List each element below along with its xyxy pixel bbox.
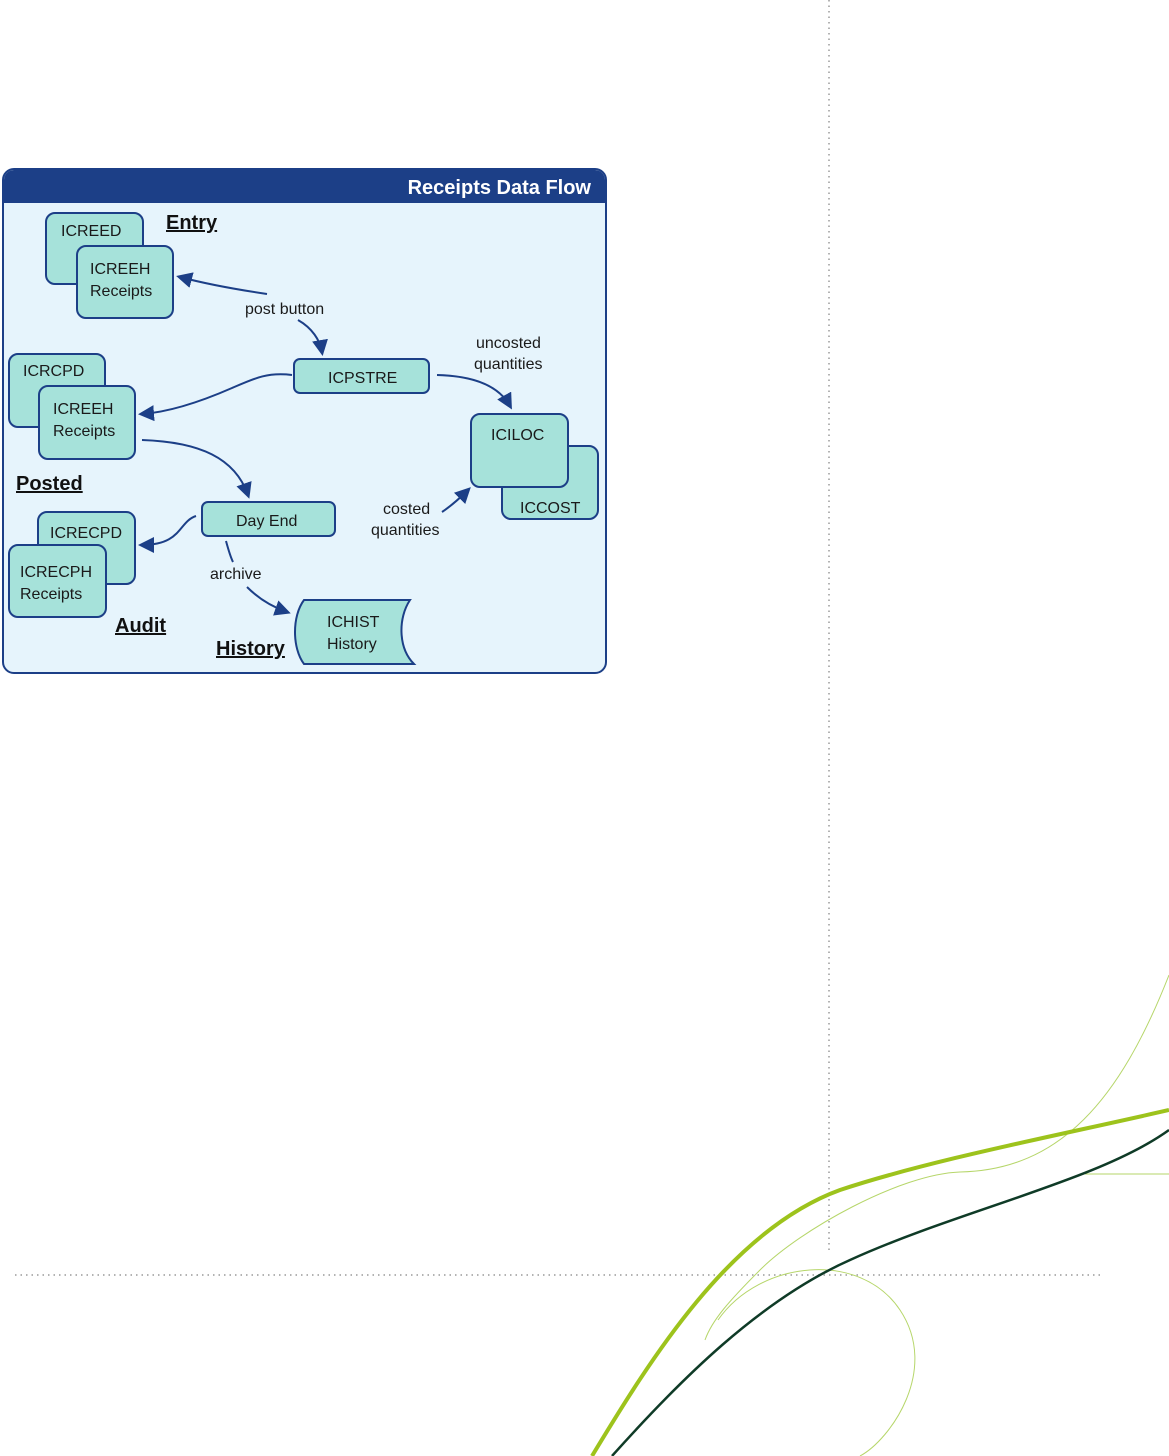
arrow-post-button-to-icreeh <box>176 272 268 295</box>
iciloc-node: ICILOC <box>470 413 569 488</box>
lime-swoosh-curve <box>590 1108 1169 1456</box>
section-history: History <box>216 638 286 660</box>
arrow-day-end-archive <box>225 540 234 563</box>
section-audit: Audit <box>115 615 166 637</box>
panel-title: Receipts Data Flow <box>407 177 591 199</box>
icreeh-entry-sublabel: Receipts <box>90 283 152 300</box>
edge-label-post-button: post button <box>245 301 324 318</box>
day-end-label: Day End <box>236 513 297 530</box>
edge-label-costed-quantities: quantities <box>371 522 440 539</box>
thin-green-loop <box>717 1269 916 1456</box>
thin-green-curve <box>704 974 1169 1341</box>
arrow-post-button-to-icpstre <box>297 319 328 356</box>
iciloc-label: ICILOC <box>491 427 544 444</box>
icpstre-node: ICPSTRE <box>293 358 430 394</box>
edge-label-archive: archive <box>210 566 262 583</box>
dark-green-swoosh-curve <box>611 1128 1169 1456</box>
arrow-icpstre-to-iciloc <box>436 374 512 410</box>
arrow-icpstre-to-posted-icreeh <box>138 373 293 422</box>
edge-label-uncosted: uncosted <box>476 335 541 352</box>
icreeh-posted-sublabel: Receipts <box>53 423 115 440</box>
arrow-posted-to-day-end <box>141 439 252 499</box>
day-end-node: Day End <box>201 501 336 537</box>
icreed-label: ICREED <box>61 223 121 240</box>
icrecpd-label: ICRECPD <box>50 525 122 542</box>
section-posted: Posted <box>16 473 83 495</box>
ichist-node: ICHIST History <box>294 599 417 665</box>
icreeh-posted-label: ICREEH <box>53 401 113 418</box>
section-entry: Entry <box>166 212 218 234</box>
ichist-label: ICHIST <box>327 614 380 631</box>
icreeh-entry-node: ICREEH Receipts <box>76 245 174 319</box>
arrow-archive-to-ichist <box>246 586 291 616</box>
icreeh-entry-label: ICREEH <box>90 261 150 278</box>
edge-label-costed: costed <box>383 501 430 518</box>
arrow-day-end-to-audit <box>138 515 197 553</box>
ichist-sublabel: History <box>327 636 377 653</box>
icrecph-label: ICRECPH <box>20 564 92 581</box>
icrcpd-label: ICRCPD <box>23 363 84 380</box>
arrow-costed-to-iciloc <box>441 487 471 513</box>
iccost-label: ICCOST <box>520 500 581 517</box>
panel-header: Receipts Data Flow <box>4 170 605 203</box>
icrecph-node: ICRECPH Receipts <box>8 544 107 618</box>
icrecph-sublabel: Receipts <box>20 586 82 603</box>
icreeh-posted-node: ICREEH Receipts <box>38 385 136 460</box>
icpstre-label: ICPSTRE <box>328 370 397 387</box>
edge-label-uncosted-quantities: quantities <box>474 356 543 373</box>
